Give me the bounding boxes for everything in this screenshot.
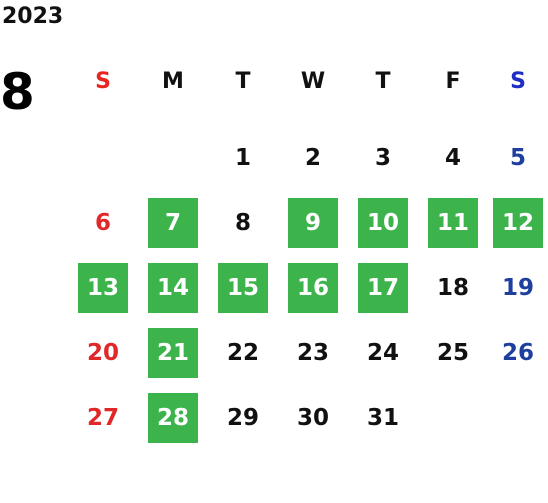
day-cell	[68, 125, 138, 190]
day-cell[interactable]: 2	[278, 125, 348, 190]
weekday-header: T	[235, 68, 251, 94]
day-cell[interactable]: 22	[208, 320, 278, 385]
day-cell[interactable]: 23	[278, 320, 348, 385]
weekday-header: T	[375, 68, 391, 94]
day-number[interactable]: 3	[374, 144, 391, 171]
highlighted-day[interactable]: 13	[78, 262, 128, 313]
day-number[interactable]: 23	[296, 339, 329, 366]
day-cell[interactable]: 30	[278, 385, 348, 450]
day-number[interactable]: 31	[366, 404, 399, 431]
highlighted-day[interactable]: 15	[218, 262, 268, 313]
day-cell[interactable]: 9	[278, 190, 348, 255]
day-number[interactable]: 29	[226, 404, 259, 431]
day-cell[interactable]: 14	[138, 255, 208, 320]
day-cell[interactable]: 13	[68, 255, 138, 320]
weekday-header: S	[95, 68, 111, 94]
highlighted-day[interactable]: 9	[288, 197, 338, 248]
highlighted-day[interactable]: 12	[493, 197, 543, 248]
day-cell[interactable]: 5	[488, 125, 548, 190]
day-cell[interactable]: 8	[208, 190, 278, 255]
day-cell[interactable]: 27	[68, 385, 138, 450]
day-cell[interactable]: 6	[68, 190, 138, 255]
day-cell[interactable]: 1	[208, 125, 278, 190]
day-cell[interactable]: 21	[138, 320, 208, 385]
day-cell	[138, 125, 208, 190]
weekday-header: W	[300, 68, 326, 94]
day-cell[interactable]: 28	[138, 385, 208, 450]
highlighted-day[interactable]: 28	[148, 392, 198, 443]
day-cell[interactable]: 26	[488, 320, 548, 385]
day-cell[interactable]: 4	[418, 125, 488, 190]
day-number[interactable]: 5	[509, 144, 526, 171]
day-cell[interactable]: 24	[348, 320, 418, 385]
day-number[interactable]: 25	[436, 339, 469, 366]
day-cell[interactable]: 18	[418, 255, 488, 320]
day-number[interactable]: 18	[436, 274, 469, 301]
highlighted-day[interactable]: 21	[148, 327, 198, 378]
highlighted-day[interactable]: 10	[358, 197, 408, 248]
day-cell[interactable]: 12	[488, 190, 548, 255]
day-cell[interactable]: 31	[348, 385, 418, 450]
day-number[interactable]: 2	[304, 144, 321, 171]
highlighted-day[interactable]: 7	[148, 197, 198, 248]
day-cell	[488, 385, 548, 450]
day-cell[interactable]: 19	[488, 255, 548, 320]
day-number[interactable]: 6	[94, 209, 111, 236]
day-cell[interactable]: 15	[208, 255, 278, 320]
day-cell[interactable]: 29	[208, 385, 278, 450]
day-number[interactable]: 19	[501, 274, 534, 301]
day-cell[interactable]: 16	[278, 255, 348, 320]
day-number[interactable]: 26	[501, 339, 534, 366]
day-number[interactable]: 30	[296, 404, 329, 431]
month-label: 8	[0, 63, 35, 121]
day-number[interactable]: 1	[234, 144, 251, 171]
highlighted-day[interactable]: 17	[358, 262, 408, 313]
highlighted-day[interactable]: 16	[288, 262, 338, 313]
year-label: 2023	[2, 4, 64, 29]
weekday-header: S	[510, 68, 526, 94]
day-cell[interactable]: 17	[348, 255, 418, 320]
day-cell[interactable]: 3	[348, 125, 418, 190]
day-number[interactable]: 4	[444, 144, 461, 171]
highlighted-day[interactable]: 11	[428, 197, 478, 248]
day-number[interactable]: 20	[86, 339, 119, 366]
day-cell[interactable]: 20	[68, 320, 138, 385]
weekday-header: F	[445, 68, 461, 94]
day-number[interactable]: 22	[226, 339, 259, 366]
day-cell[interactable]: 11	[418, 190, 488, 255]
day-cell[interactable]: 25	[418, 320, 488, 385]
highlighted-day[interactable]: 14	[148, 262, 198, 313]
day-cell[interactable]: 10	[348, 190, 418, 255]
day-cell[interactable]: 7	[138, 190, 208, 255]
day-number[interactable]: 27	[86, 404, 119, 431]
weekday-header: M	[162, 68, 184, 94]
day-cell	[418, 385, 488, 450]
day-number[interactable]: 8	[234, 209, 251, 236]
day-number[interactable]: 24	[366, 339, 399, 366]
